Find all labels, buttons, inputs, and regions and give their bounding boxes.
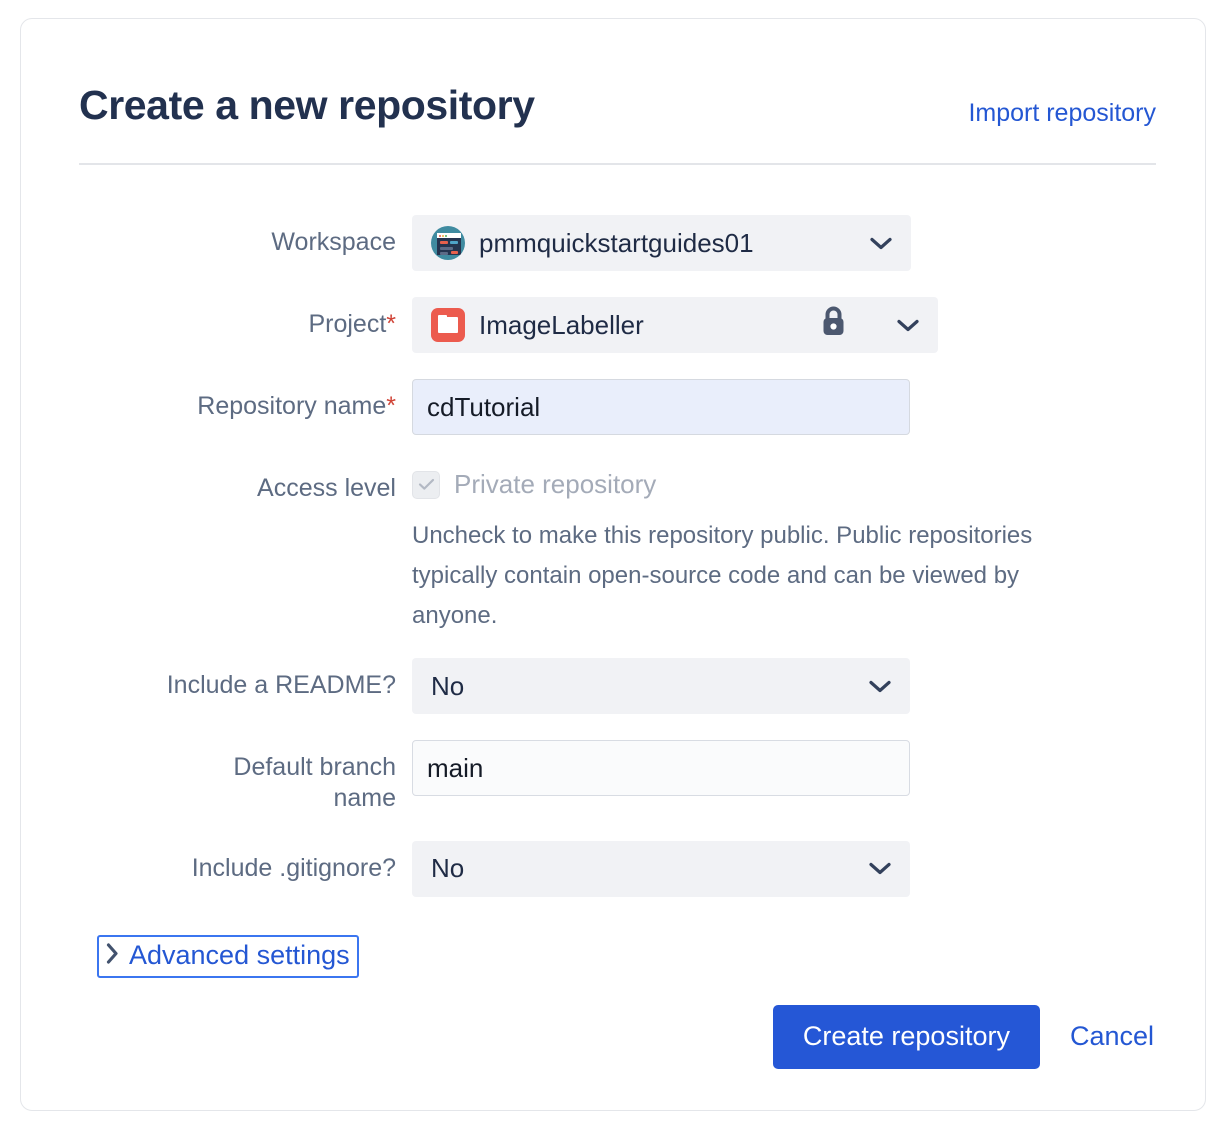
include-readme-label: Include a README?: [166, 671, 396, 700]
folder-icon: [431, 308, 465, 342]
advanced-settings-toggle[interactable]: Advanced settings: [97, 935, 359, 979]
include-readme-value: No: [431, 670, 465, 701]
include-gitignore-value: No: [431, 853, 465, 884]
workspace-value: pmmquickstartguides01: [479, 227, 754, 258]
private-repository-checkbox-label: Private repository: [454, 469, 657, 499]
project-row: Project* ImageLabeller: [79, 297, 1169, 353]
include-gitignore-select[interactable]: No: [412, 840, 910, 897]
include-readme-row: Include a README? No: [79, 658, 1169, 715]
workspace-label: Workspace: [271, 228, 396, 256]
check-icon: [418, 478, 434, 490]
default-branch-name-label: Default branch name: [233, 753, 396, 813]
repository-name-value: cdTutorial: [427, 391, 541, 422]
default-branch-name-value: main: [427, 752, 484, 783]
access-level-label: Access level: [257, 474, 396, 502]
chevron-right-icon: [106, 942, 119, 969]
chevron-down-icon: [869, 680, 891, 693]
repository-name-label: Repository name*: [197, 392, 396, 420]
repository-name-row: Repository name* cdTutorial: [79, 379, 1169, 435]
private-repository-checkbox-row[interactable]: Private repository: [412, 461, 1112, 500]
import-repository-link[interactable]: Import repository: [968, 99, 1156, 127]
page-title: Create a new repository: [79, 82, 535, 128]
workspace-row: Workspace pmmquickstartguides01: [79, 215, 1169, 271]
form-footer: Create repository Cancel: [79, 1005, 1156, 1069]
cancel-button[interactable]: Cancel: [1068, 1015, 1156, 1058]
chevron-down-icon: [870, 237, 892, 250]
private-repository-checkbox[interactable]: [412, 470, 440, 499]
access-level-help-text: Uncheck to make this repository public. …: [412, 522, 1033, 630]
workspace-avatar-icon: [431, 226, 465, 260]
access-level-row: Access level Private repository Uncheck …: [79, 461, 1169, 636]
lock-icon: [820, 306, 847, 344]
default-branch-name-row: Default branch name main: [79, 740, 1169, 815]
default-branch-name-input[interactable]: main: [412, 740, 910, 797]
include-readme-select[interactable]: No: [412, 658, 910, 715]
project-label: Project*: [308, 310, 396, 338]
required-asterisk: *: [386, 392, 396, 420]
create-repository-card: Create a new repository Import repositor…: [20, 18, 1206, 1111]
chevron-down-icon: [869, 862, 891, 875]
include-gitignore-label: Include .gitignore?: [191, 853, 396, 882]
advanced-settings-label: Advanced settings: [129, 940, 350, 970]
required-asterisk: *: [386, 310, 396, 338]
project-select[interactable]: ImageLabeller: [412, 297, 938, 353]
repository-name-input[interactable]: cdTutorial: [412, 379, 910, 435]
card-header: Create a new repository Import repositor…: [79, 77, 1156, 165]
include-gitignore-row: Include .gitignore? No: [79, 840, 1169, 897]
project-value: ImageLabeller: [479, 309, 644, 340]
chevron-down-icon: [897, 319, 919, 332]
workspace-select[interactable]: pmmquickstartguides01: [412, 215, 911, 271]
create-repository-button[interactable]: Create repository: [772, 1005, 1040, 1069]
repository-form: Workspace pmmquickstartguides01: [79, 215, 1169, 897]
